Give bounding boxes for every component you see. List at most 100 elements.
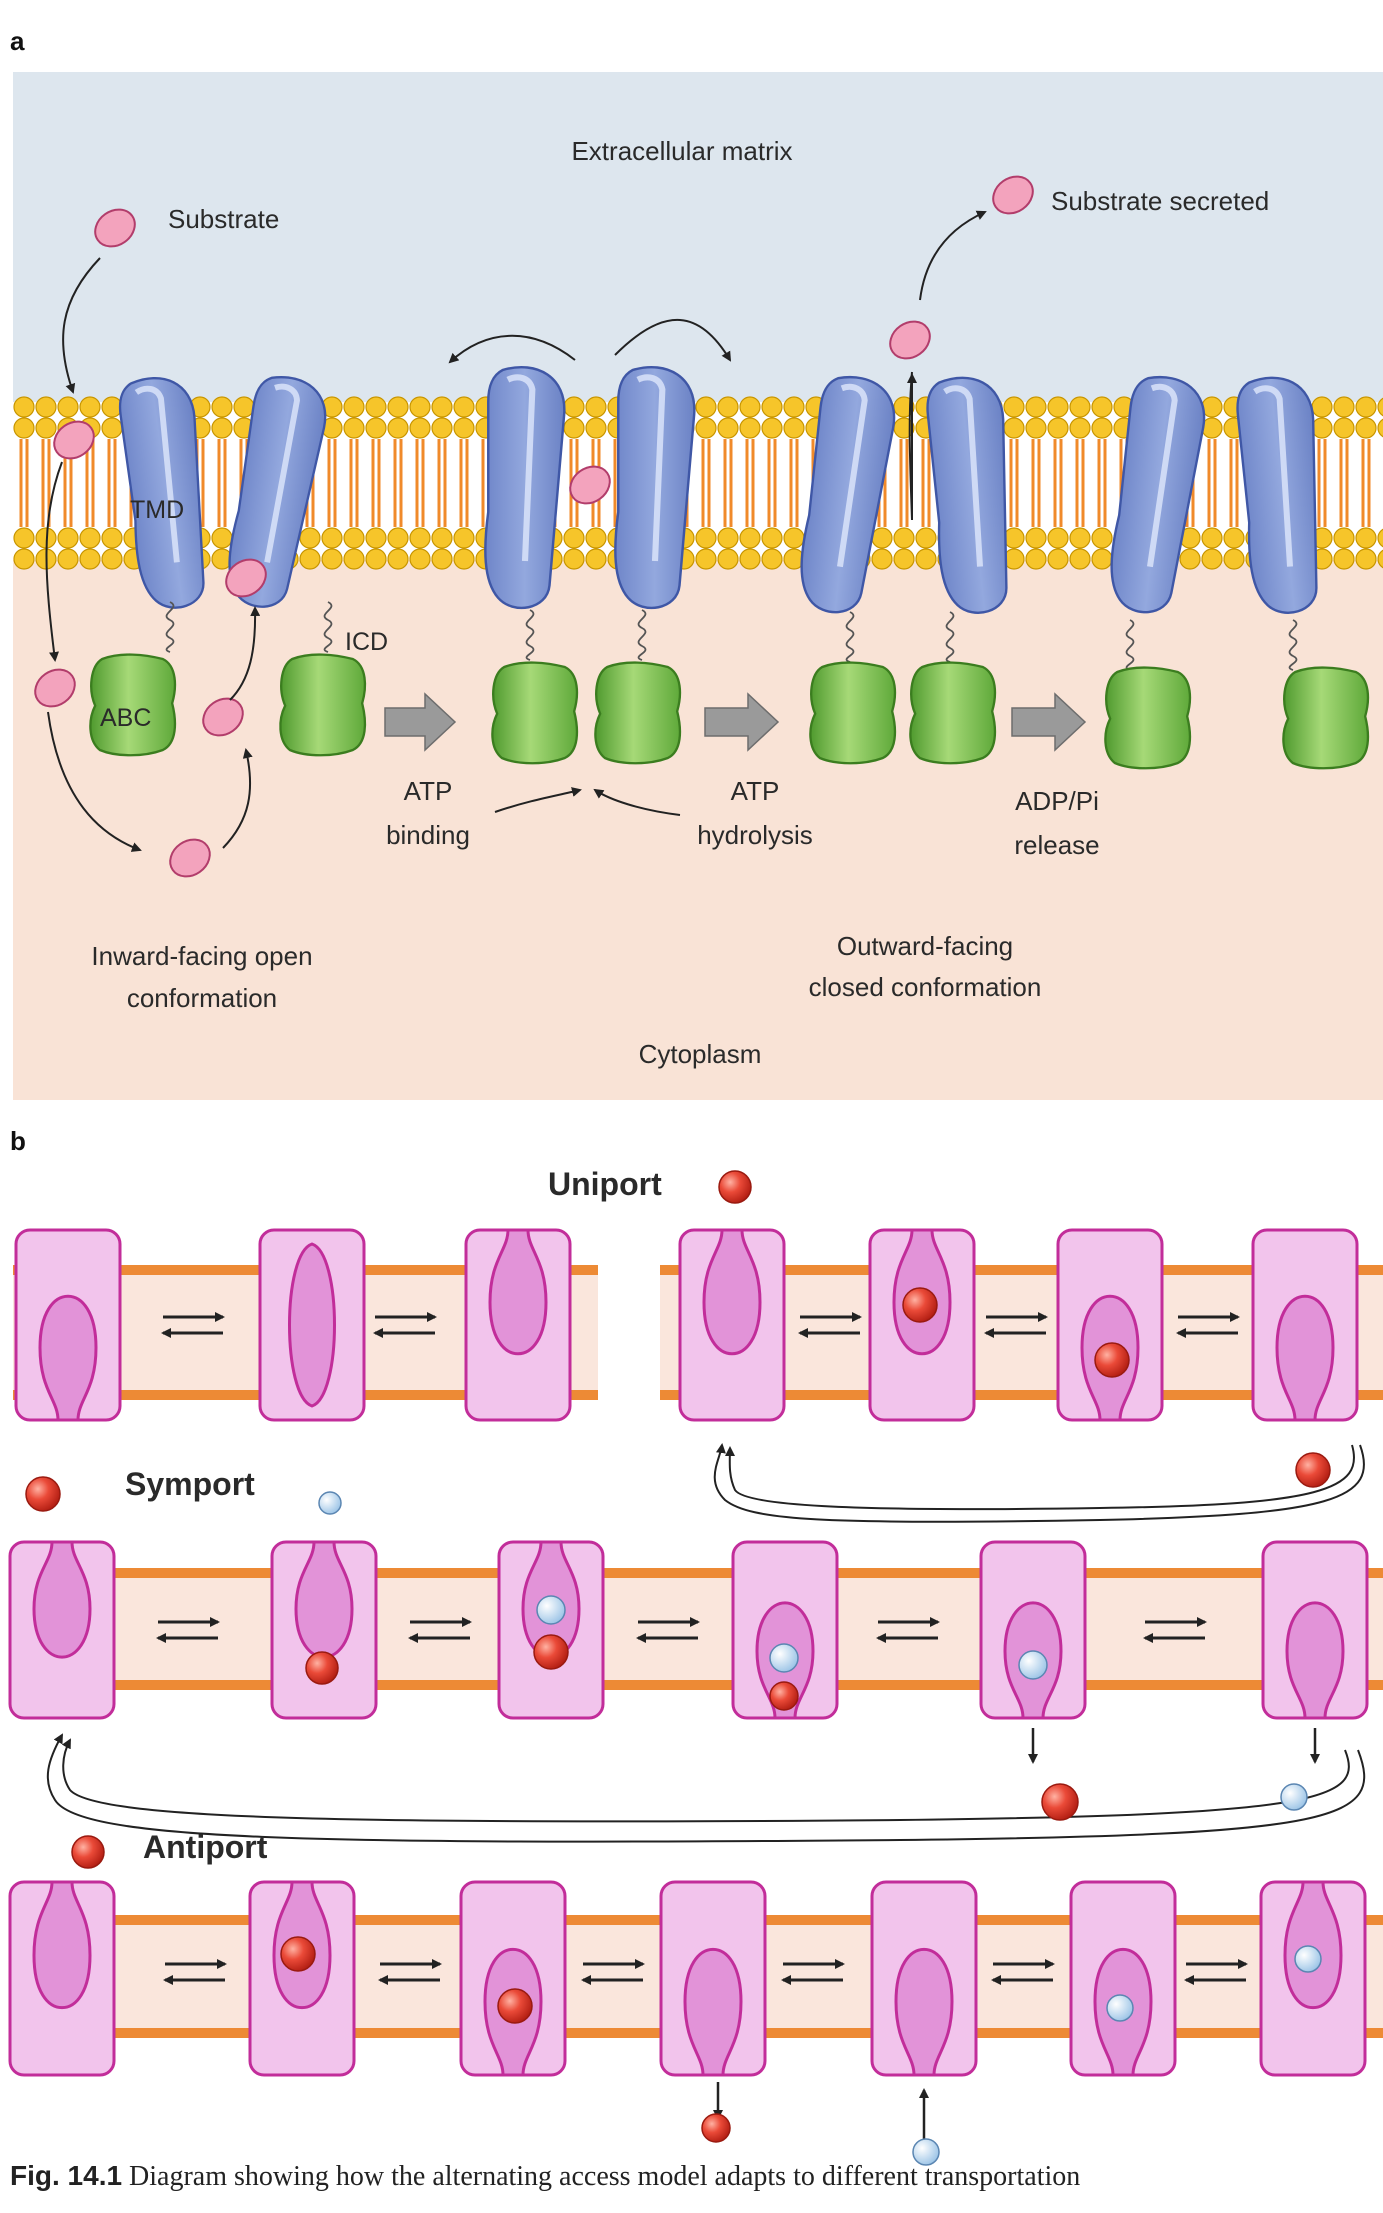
blue-particle xyxy=(1018,1650,1048,1680)
membrane-line-top xyxy=(660,1265,1383,1275)
blue-particle xyxy=(536,1595,566,1625)
label-symport: Symport xyxy=(125,1466,255,1502)
label-icd: ICD xyxy=(345,628,388,656)
label-antiport: Antiport xyxy=(143,1829,268,1865)
panel-b-transporters xyxy=(8,1228,1369,2077)
transporter-cavity xyxy=(1283,1880,1343,2010)
label-tmd: TMD xyxy=(130,496,184,524)
label-atp-hydrolysis-2: hydrolysis xyxy=(697,820,813,850)
transporter xyxy=(464,1228,572,1422)
red-particle xyxy=(718,1170,752,1204)
uniport-return-arrow xyxy=(713,1443,1365,1523)
red-particle xyxy=(1295,1452,1331,1488)
transporter xyxy=(678,1228,786,1422)
red-particle xyxy=(701,2113,731,2143)
transporter-cavity xyxy=(1285,1601,1345,1720)
transporter xyxy=(14,1228,122,1422)
label-abc: ABC xyxy=(100,704,151,732)
red-particle xyxy=(1094,1342,1130,1378)
transporter xyxy=(1056,1228,1164,1422)
label-outward-1: Outward-facing xyxy=(837,931,1013,961)
transporter xyxy=(248,1880,356,2077)
equilibrium-arrows xyxy=(581,1959,645,1985)
label-atp-binding-1: ATP xyxy=(404,776,453,806)
transporter xyxy=(979,1540,1087,1720)
transporter-cavity xyxy=(38,1294,98,1422)
red-particle xyxy=(305,1651,339,1685)
equilibrium-arrows xyxy=(408,1617,472,1643)
label-adp-release-2: release xyxy=(1014,830,1099,860)
figure-caption: Fig. 14.1 Diagram showing how the altern… xyxy=(10,2160,1383,2193)
red-particle xyxy=(25,1476,61,1512)
equilibrium-arrows xyxy=(636,1617,700,1643)
blue-particle xyxy=(1280,1783,1308,1811)
label-inward-2: conformation xyxy=(127,983,277,1013)
label-uniport: Uniport xyxy=(548,1166,662,1202)
substrate-molecules-a xyxy=(34,175,1034,878)
blue-particle xyxy=(318,1491,342,1515)
label-adp-release-1: ADP/Pi xyxy=(1015,786,1099,816)
red-particle xyxy=(280,1936,316,1972)
blue-particle xyxy=(769,1643,799,1673)
blue-particle xyxy=(912,2138,940,2166)
equilibrium-arrows xyxy=(378,1959,442,1985)
transporter xyxy=(8,1880,116,2077)
equilibrium-arrows xyxy=(876,1617,940,1643)
membrane-line-bottom xyxy=(660,1390,1383,1400)
transporter xyxy=(868,1228,976,1422)
transporter xyxy=(1069,1880,1177,2077)
equilibrium-arrows xyxy=(1176,1312,1240,1338)
red-particle xyxy=(1041,1783,1079,1821)
transporter-cavity xyxy=(488,1228,548,1356)
membrane-interior xyxy=(13,1573,1383,1685)
equilibrium-arrows xyxy=(156,1617,220,1643)
transporter-cavity xyxy=(288,1242,336,1408)
equilibrium-arrows xyxy=(163,1959,227,1985)
panel-a-letter: a xyxy=(10,26,25,56)
curved-arrows-a xyxy=(45,210,987,852)
label-cytoplasm: Cytoplasm xyxy=(639,1039,762,1069)
transporter-cavity xyxy=(683,1947,743,2077)
equilibrium-arrows xyxy=(161,1312,225,1338)
label-extracellular-matrix: Extracellular matrix xyxy=(571,136,792,166)
red-particle xyxy=(497,1988,533,2024)
equilibrium-arrows xyxy=(1184,1959,1248,1985)
transporter xyxy=(1261,1540,1369,1720)
transporter xyxy=(8,1540,116,1720)
transporter xyxy=(1259,1880,1367,2077)
transporter xyxy=(659,1880,767,2077)
transporter xyxy=(497,1540,605,1720)
blue-particle xyxy=(1106,1994,1134,2022)
transporter xyxy=(270,1540,378,1720)
equilibrium-arrows xyxy=(984,1312,1048,1338)
transporter xyxy=(258,1228,366,1422)
transporter xyxy=(1251,1228,1359,1422)
label-inward-1: Inward-facing open xyxy=(91,941,312,971)
label-substrate-secreted: Substrate secreted xyxy=(1051,186,1269,216)
transporter-cavity xyxy=(894,1947,954,2077)
equilibrium-arrows xyxy=(1143,1617,1207,1643)
equilibrium-arrows xyxy=(373,1312,437,1338)
caption-text: Diagram showing how the alternating acce… xyxy=(129,2161,1081,2192)
red-particle xyxy=(533,1634,569,1670)
cytoplasm-region xyxy=(13,560,1383,1100)
extracellular-region xyxy=(13,72,1383,402)
panel-b-particles xyxy=(25,1170,1331,2166)
symport-return-arrow xyxy=(46,1733,1366,1843)
caption-label: Fig. 14.1 xyxy=(10,2160,123,2191)
transporter xyxy=(459,1880,567,2077)
equilibrium-arrows xyxy=(991,1959,1055,1985)
symport-return-arrow-inner xyxy=(61,1738,1350,1823)
block-arrows-a xyxy=(384,692,1087,752)
transporter-cavity xyxy=(32,1540,92,1659)
red-particle xyxy=(769,1681,799,1711)
red-particle xyxy=(71,1835,105,1869)
transporter-cavity xyxy=(1275,1294,1335,1422)
uniport-return-arrow-inner xyxy=(724,1444,1356,1511)
transporter xyxy=(870,1880,978,2077)
panel-b-letter: b xyxy=(10,1126,26,1156)
label-atp-binding-2: binding xyxy=(386,820,470,850)
membrane-line-bottom xyxy=(13,1680,1383,1690)
equilibrium-arrows xyxy=(781,1959,845,1985)
